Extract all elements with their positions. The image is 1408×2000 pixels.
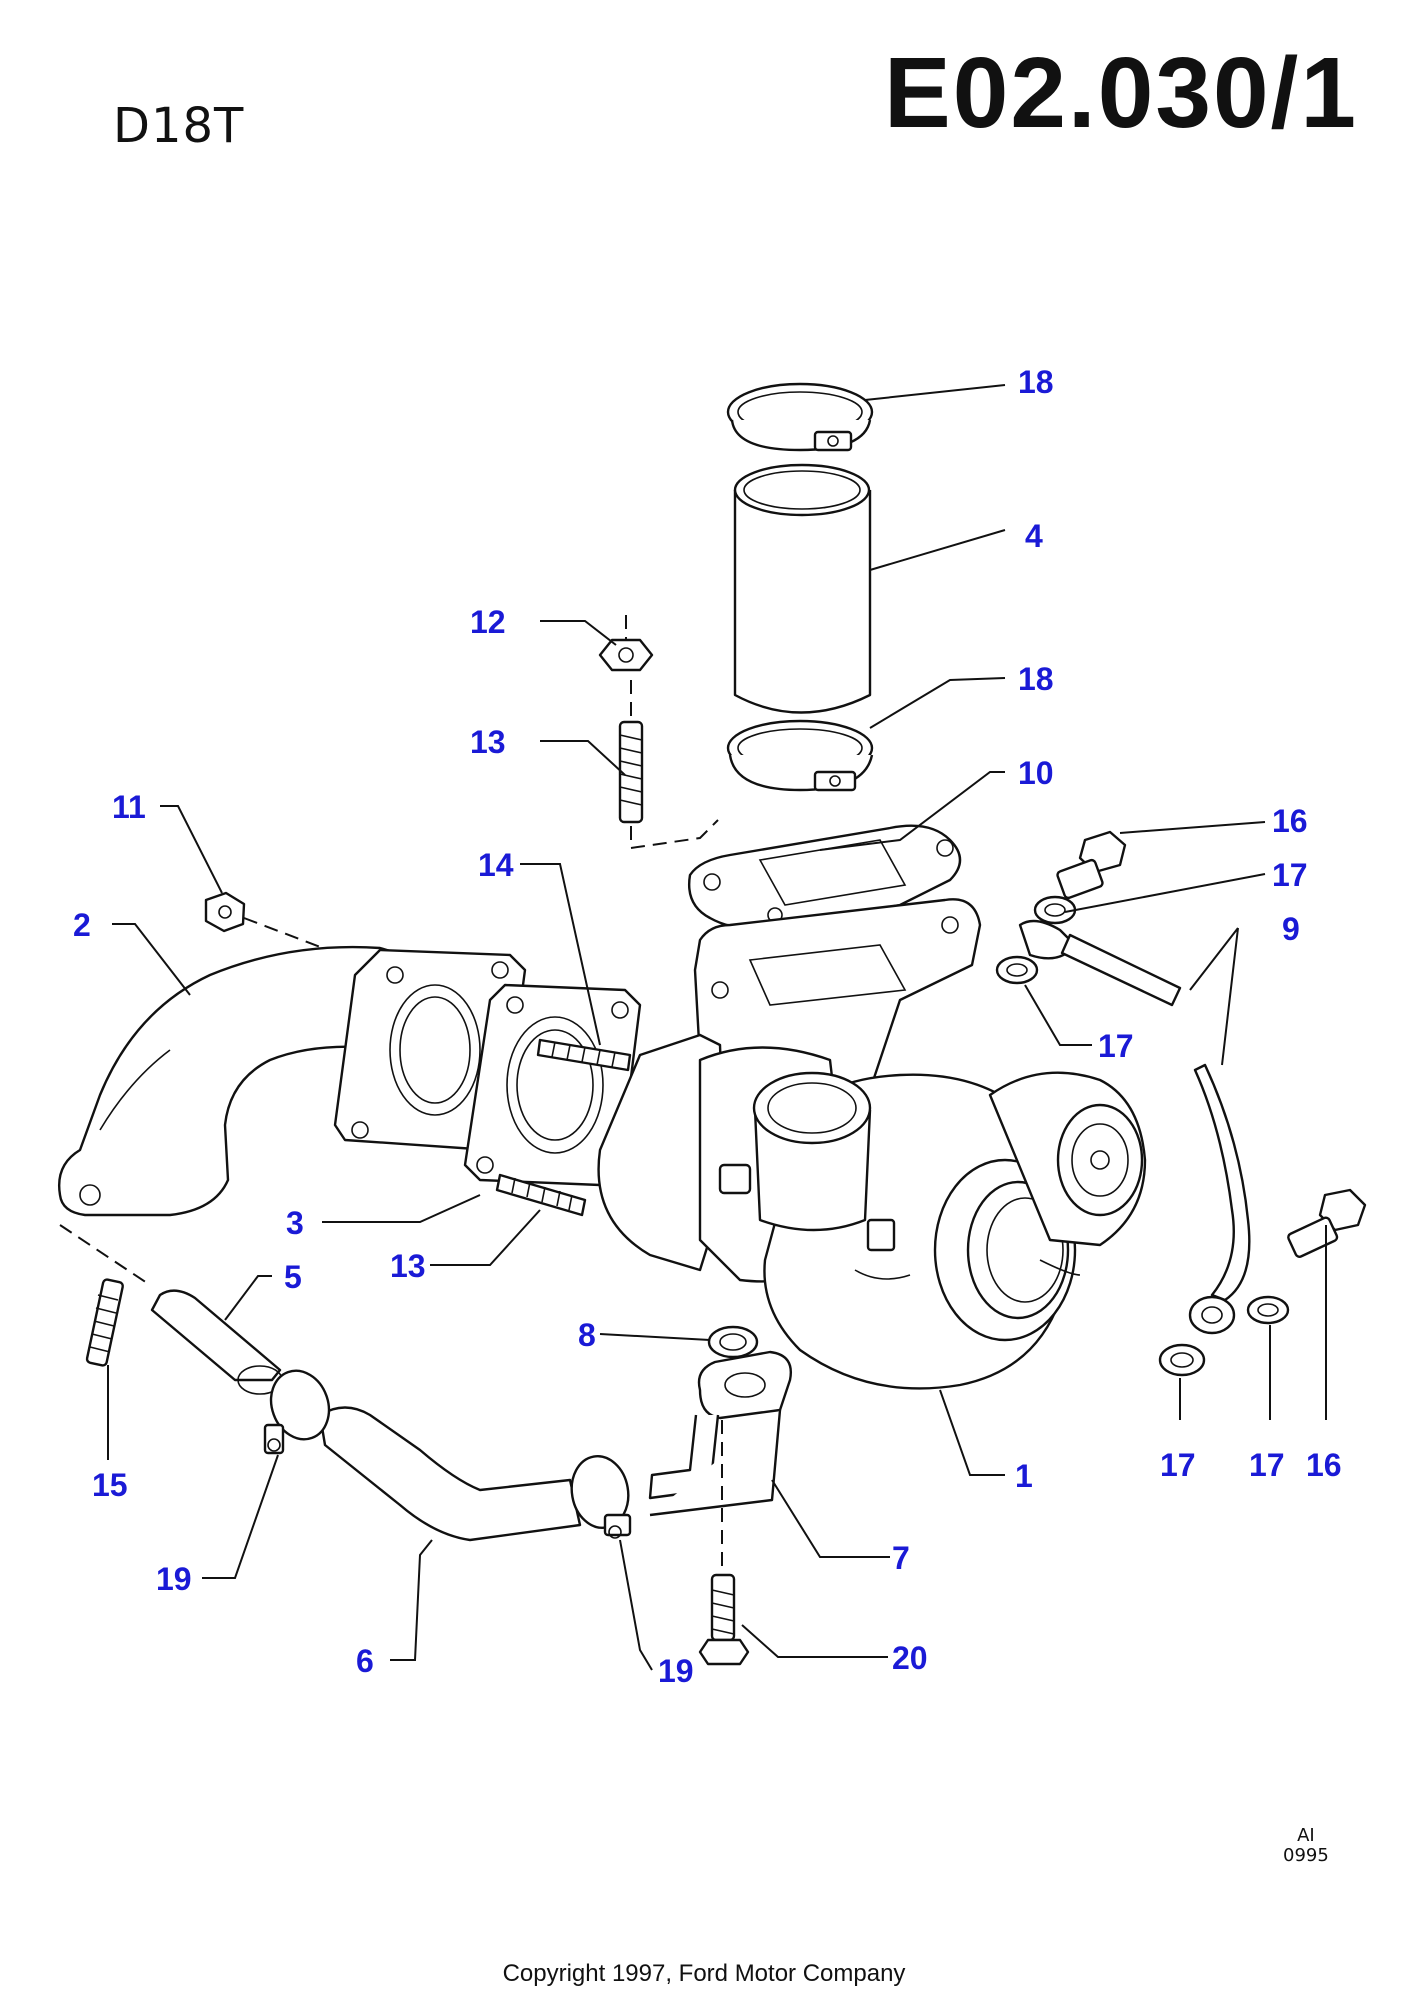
callout-10: 10	[1018, 755, 1054, 791]
leader-lines	[107, 384, 1327, 1671]
part-17-washer-a[interactable]	[1033, 895, 1077, 925]
part-6-oil-return-hose[interactable]	[318, 1406, 582, 1542]
callout-1: 1	[1015, 1458, 1033, 1494]
copyright-notice: Copyright 1997, Ford Motor Company	[502, 1960, 906, 1987]
callout-12: 12	[470, 604, 506, 640]
callout-19: 19	[156, 1561, 192, 1597]
callout-3: 3	[286, 1205, 304, 1241]
part-14-stud[interactable]	[536, 1038, 632, 1072]
page-code: E02.030/1	[884, 37, 1358, 149]
part-18-hose-clamp-top[interactable]	[726, 382, 874, 452]
callout-17: 17	[1249, 1447, 1285, 1483]
part-7-oil-return-flange[interactable]	[648, 1350, 792, 1517]
part-13-stud-lower[interactable]	[495, 1173, 587, 1217]
callout-11: 11	[112, 789, 146, 825]
callout-labels: 18 4 12 18 13 10 11 16 14 17 2 9 17 3 5 …	[73, 364, 1342, 1689]
callout-20: 20	[892, 1640, 928, 1676]
part-16-banjo-bolt-lower[interactable]	[1287, 1188, 1367, 1258]
engine-code: D18T	[113, 98, 245, 154]
callout-4: 4	[1025, 518, 1043, 554]
callout-7: 7	[892, 1540, 910, 1576]
callout-2: 2	[73, 907, 91, 943]
callout-13: 13	[470, 724, 506, 760]
part-13-stud-upper[interactable]	[618, 720, 644, 824]
callout-19: 19	[658, 1653, 694, 1689]
callout-17: 17	[1098, 1028, 1134, 1064]
part-8-washer[interactable]	[707, 1325, 759, 1359]
part-17-washer-b[interactable]	[995, 955, 1039, 985]
part-18-hose-clamp-lower[interactable]	[726, 719, 874, 792]
part-9-oil-feed-pipe[interactable]	[1018, 919, 1251, 1335]
callout-15: 15	[92, 1467, 128, 1503]
part-11-nut[interactable]	[204, 891, 246, 933]
callout-16: 16	[1272, 803, 1308, 839]
callout-5: 5	[284, 1259, 302, 1295]
callout-9: 9	[1282, 911, 1300, 947]
callout-16: 16	[1306, 1447, 1342, 1483]
part-17-washer-c[interactable]	[1158, 1343, 1206, 1377]
part-15-stud[interactable]	[85, 1278, 124, 1367]
part-4-hose-sleeve[interactable]	[733, 463, 872, 714]
part-2-exhaust-elbow[interactable]	[58, 945, 527, 1217]
callout-14: 14	[478, 847, 514, 883]
part-5-tube[interactable]	[150, 1289, 283, 1395]
reference-line-1: AI	[1297, 1825, 1315, 1846]
part-19-hose-clamp-left[interactable]	[262, 1363, 339, 1455]
callout-13: 13	[390, 1248, 426, 1284]
callout-18: 18	[1018, 364, 1054, 400]
reference-line-2: 0995	[1283, 1845, 1329, 1866]
callout-18: 18	[1018, 661, 1054, 697]
callout-8: 8	[578, 1317, 596, 1353]
drawing-reference: AI 0995	[1283, 1826, 1329, 1866]
callout-17: 17	[1272, 857, 1308, 893]
part-19-hose-clamp-right[interactable]	[566, 1452, 634, 1539]
part-1-turbocharger[interactable]	[597, 898, 1147, 1390]
part-17-washer-d[interactable]	[1246, 1295, 1290, 1325]
callout-6: 6	[356, 1643, 374, 1679]
callout-17: 17	[1160, 1447, 1196, 1483]
part-20-bolt[interactable]	[698, 1573, 750, 1666]
part-16-banjo-bolt-upper[interactable]	[1056, 830, 1127, 900]
part-12-nut[interactable]	[598, 638, 654, 672]
part-10-gasket[interactable]	[688, 824, 962, 930]
